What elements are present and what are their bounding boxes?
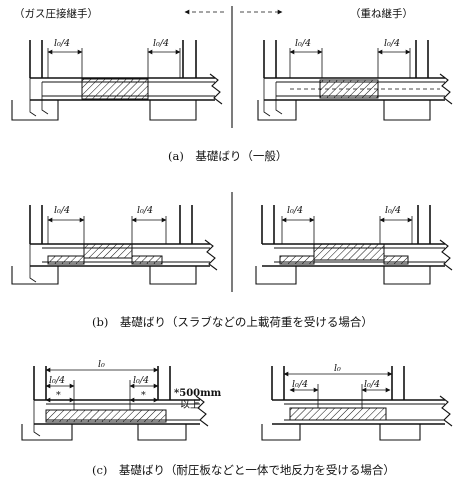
diagram-b-lap: l₀/4 l₀/4 — [255, 205, 453, 285]
caption-b: (b) 基礎ばり（スラブなどの上載荷重を受ける場合） — [92, 315, 373, 329]
caption-c: (c) 基礎ばり（耐圧板などと一体で地反力を受ける場合） — [92, 463, 395, 477]
dim-a-right-2: l₀/4 — [384, 38, 400, 49]
caption-a: (a) 基礎ばり（一般） — [168, 149, 288, 163]
dim-a-right-1: l₀/4 — [295, 38, 311, 49]
gas-pressure-joint-label: （ガス圧接継手） — [14, 8, 98, 20]
diagram-b-gas: l₀/4 l₀/4 — [11, 205, 218, 285]
dim-c-left-2: l₀/4 — [133, 375, 149, 386]
dim-c-right-2: l₀/4 — [364, 379, 380, 390]
diagram-c-gas: l₀ l₀/4 l₀/4 * * *500mm 以上 — [21, 359, 222, 441]
dim-c-left-1: l₀/4 — [49, 375, 65, 386]
diagram-c-lap: l₀ l₀/4 l₀/4 — [261, 363, 453, 441]
dim-c-right-full: l₀ — [334, 363, 341, 374]
dim-a-left-2: l₀/4 — [153, 38, 169, 49]
dim-b-right-1: l₀/4 — [287, 205, 303, 216]
dim-c-right-1: l₀/4 — [292, 379, 308, 390]
dim-b-right-2: l₀/4 — [385, 205, 401, 216]
dim-b-left-2: l₀/4 — [137, 205, 153, 216]
star-c-left-1: * — [56, 390, 61, 401]
lap-joint-label: （重ね継手） — [350, 8, 413, 20]
star-c-left-2: * — [141, 390, 146, 401]
dim-b-left-1: l₀/4 — [54, 205, 70, 216]
min-length-label: *500mm — [174, 388, 222, 399]
dim-a-left-1: l₀/4 — [54, 38, 70, 49]
dim-c-left-full: l₀ — [98, 359, 105, 370]
min-length-suffix: 以上 — [180, 399, 200, 411]
diagram-a-gas: l₀/4 l₀/4 — [11, 38, 223, 121]
diagram-a-lap: l₀/4 l₀/4 — [257, 38, 453, 121]
